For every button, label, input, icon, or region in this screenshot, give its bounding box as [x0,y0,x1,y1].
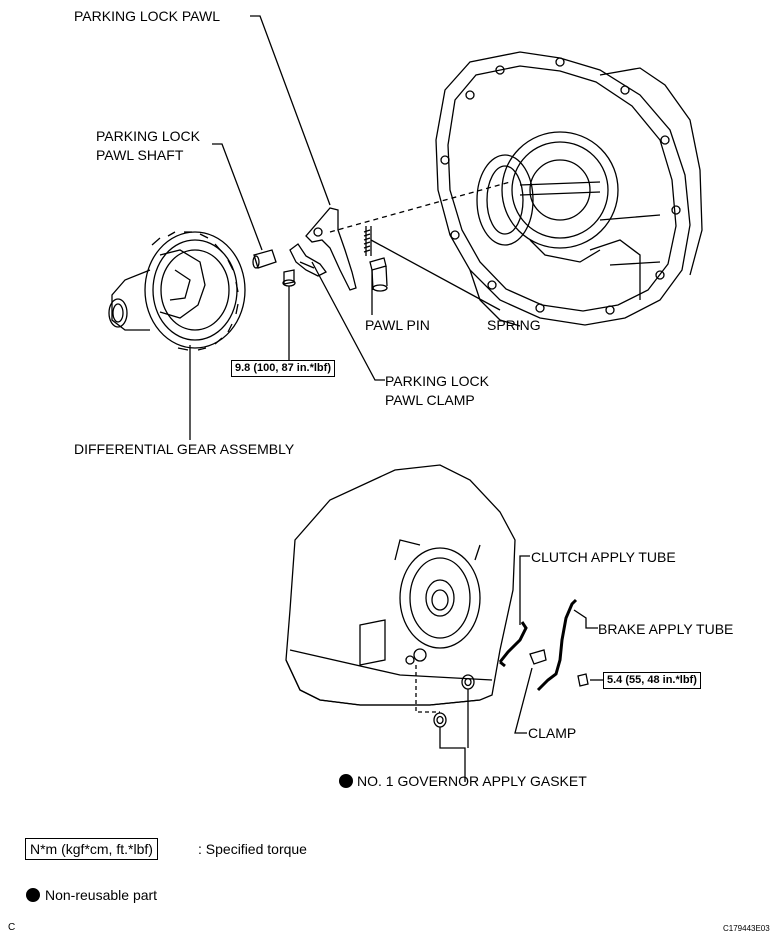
lower-transmission-drawing [285,464,516,706]
pawl-pin-label: PAWL PIN [365,317,430,333]
pawl-clamp-drawing [289,243,327,277]
brake-apply-tube-label: BRAKE APPLY TUBE [598,621,734,637]
nonreusable-legend-text: Non-reusable part [45,887,158,903]
transaxle-housing-drawing [435,51,703,327]
clamp-drawing [529,649,547,665]
tube-bolt-drawing [577,673,589,687]
parking-lock-pawl-clamp-label-line1: PARKING LOCK [385,373,489,389]
tube-bolt-torque-spec: 5.4 (55, 48 in.*lbf) [603,672,701,689]
parking-lock-pawl-shaft-label-line1: PARKING LOCK [96,128,200,144]
parking-lock-pawl-drawing [305,207,357,291]
leader-lines-lower [514,555,603,734]
pawl-shaft-drawing [252,249,277,269]
nonreusable-legend-icon [26,888,40,902]
footer-left-code: C [8,922,16,933]
clutch-apply-tube-drawing [498,621,528,668]
nonreusable-marker-icon [339,774,353,788]
parking-lock-pawl-shaft-label-line2: PAWL SHAFT [96,147,184,163]
torque-legend-text: : Specified torque [198,841,307,857]
governor-apply-gasket-label: NO. 1 GOVERNOR APPLY GASKET [357,773,587,789]
footer-figure-code: C179443E03 [723,924,770,933]
spring-label: SPRING [487,317,541,333]
differential-gear-drawing [108,231,246,351]
parking-lock-pawl-clamp-label-line2: PAWL CLAMP [385,392,475,408]
pawl-clamp-torque-spec: 9.8 (100, 87 in.*lbf) [231,360,335,377]
clamp-label: CLAMP [528,725,577,741]
torque-legend-box: N*m (kgf*cm, ft.*lbf) [25,838,158,860]
differential-gear-assembly-label: DIFFERENTIAL GEAR ASSEMBLY [74,441,295,457]
leader-lines-top [189,15,501,440]
brake-apply-tube-drawing [536,598,578,692]
clutch-apply-tube-label: CLUTCH APPLY TUBE [531,549,676,565]
pawl-clamp-bolt-drawing [282,269,296,287]
parking-lock-pawl-label: PARKING LOCK PAWL [74,8,220,24]
governor-gaskets-drawing [415,665,475,782]
spring-drawing [363,226,372,256]
